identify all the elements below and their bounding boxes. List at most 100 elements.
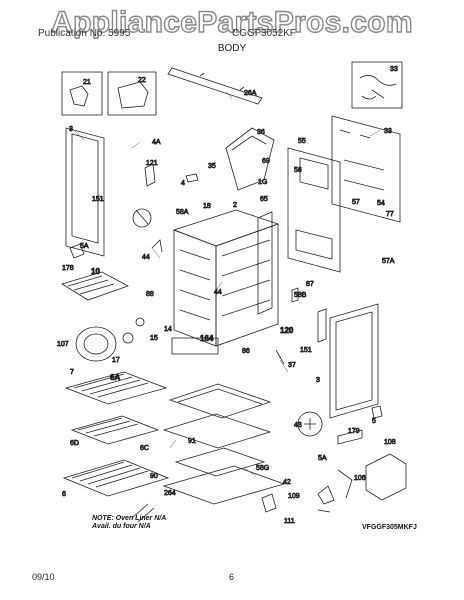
window-gasket [171,337,219,355]
oven-bottom [168,383,272,419]
cavity-right-ribs [221,239,271,317]
callout-5a-left: 5A [80,243,89,250]
oven-base-pan [162,465,286,505]
leveling-leg-5 [371,405,383,419]
side-trim [317,308,327,343]
callout-111: 111 [284,518,295,525]
callout-88: 88 [146,291,154,298]
callout-264: 264 [164,490,176,497]
callout-57a: 57A [382,258,395,265]
oven-rack-6d [70,415,160,445]
callout-5a-right: 5A [318,455,327,462]
callout-87: 87 [306,281,314,288]
rail-part-264 [131,503,155,523]
footer-date: 09/10 [32,572,55,582]
callout-151-left: 151 [92,196,104,203]
callout-37: 37 [288,362,296,369]
cavity-right [215,223,279,347]
callout-121: 121 [146,160,158,167]
section-title: BODY [217,43,247,54]
burner-valve-part [291,287,299,303]
thermostat-part [132,208,152,228]
callout-15: 15 [150,335,158,342]
leader-lines [74,91,381,477]
publication-number: Publication No. 5995 [38,28,131,39]
page-header: AppliancePartsPros.com Publication No. 5… [0,0,464,60]
cavity-left [173,229,217,347]
part-22 [117,81,149,109]
door-stop [275,349,285,365]
callout-36: 36 [257,129,265,136]
callout-120: 120 [280,326,294,335]
right-side-panel-inner [335,311,373,411]
callout-35: 35 [208,163,216,170]
right-side-panel [329,303,379,419]
callout-54: 54 [377,200,385,207]
fan-blade-part [317,485,335,513]
callout-91: 91 [188,438,196,445]
callout-65: 65 [260,196,268,203]
regulator-part [297,411,323,437]
spark-module-part [151,239,163,253]
footer-page-number: 6 [229,572,235,582]
motor-bracket [337,469,353,499]
leveling-leg-5a [69,243,85,259]
callout-4: 4 [181,180,185,187]
note-line-2: Avail. du four N/A [92,523,151,530]
callout-14: 14 [164,326,172,333]
broil-burner-grid [67,275,115,295]
callout-55: 55 [298,138,306,145]
callout-7: 7 [70,369,74,376]
callout-44-center: 44 [214,289,222,296]
callout-6d: 6D [70,440,79,447]
callout-6a: 6A [110,373,120,382]
callout-21: 21 [83,79,91,86]
callout-18: 18 [203,203,211,210]
callout-69: 69 [262,158,270,165]
vent-duct-inner [231,135,267,151]
callout-17: 17 [112,357,120,364]
part-21 [69,85,89,107]
oven-rack-6-bars [71,461,149,488]
convection-fan-hub [83,333,109,355]
oven-bottom-inner [177,388,263,405]
vent-duct [225,127,275,191]
oven-rack-6d-bars [77,417,139,437]
callout-43: 43 [294,422,302,429]
convection-fan [75,326,117,362]
callout-1g: 1G [258,179,267,186]
left-side-panel [65,127,105,257]
callout-151-right: 151 [300,347,312,354]
callout-3-left: 3 [69,126,73,133]
callout-77: 77 [386,211,394,218]
callout-4a: 4A [152,139,161,146]
top-rail [167,67,263,105]
clip-part [185,173,199,183]
inset-box-22 [107,71,157,116]
callout-164: 164 [200,334,214,343]
callout-58g: 58G [256,465,269,472]
back-frame [287,147,341,273]
callout-33: 33 [384,128,392,135]
inset-box-21 [61,71,103,116]
callout-178: 178 [62,265,74,272]
callout-179: 179 [348,428,360,435]
hardware-264b [261,493,277,513]
broil-burner [61,271,129,301]
callout-106: 106 [354,475,366,482]
callout-42: 42 [283,479,291,486]
wire-harness-33 [359,75,397,100]
callout-109: 109 [288,493,300,500]
oven-rack-6a-bars [73,373,149,398]
regulator-cross [304,418,316,430]
callout-107: 107 [57,341,69,348]
rear-panel-details [339,129,385,191]
back-frame-bracket [299,157,329,190]
callout-58a: 58A [176,209,189,216]
callout-86: 86 [242,348,250,355]
left-side-panel-inner [71,133,99,244]
note-line-1: NOTE: Oven Liner N/A [92,515,167,522]
callout-33-inset: 33 [390,66,398,73]
burner-assembly [162,413,272,449]
watermark: AppliancePartsPros.com [50,5,413,39]
